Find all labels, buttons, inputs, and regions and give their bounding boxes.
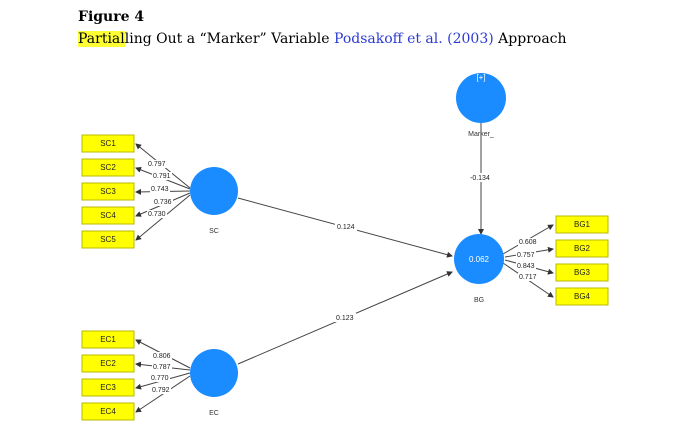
loading-bg4: 0.717 [519,274,537,281]
sc-measurement: 0.797 0.791 0.743 0.736 0.730 SC1 SC2 SC… [81,134,238,249]
caption-text-2: Approach [493,31,567,47]
coef-marker-bg: -0.134 [470,175,490,182]
loading-sc3: 0.743 [151,186,169,193]
indicator-ec1-label: EC1 [100,335,116,344]
latent-marker[interactable] [456,73,506,123]
path-coefficients: 0.124 0.123 -0.134 [334,173,494,322]
caption-highlight: Partial [78,31,125,47]
loading-ec2: 0.787 [153,364,171,371]
indicator-bg4-label: BG4 [574,292,591,301]
loading-sc2: 0.791 [153,173,171,180]
loading-sc5: 0.730 [148,211,166,218]
indicator-bg4[interactable] [555,287,609,306]
loading-ec4: 0.792 [152,387,170,394]
loading-sc1: 0.797 [148,161,166,168]
latent-marker-expand[interactable]: [+] [476,73,485,82]
indicator-ec4[interactable] [81,402,135,421]
loading-ec3: 0.770 [151,375,169,382]
latent-ec[interactable] [190,349,238,397]
indicator-sc4-label: SC4 [100,211,116,220]
indicator-ec4-label: EC4 [100,407,116,416]
indicator-sc3-label: SC3 [100,187,116,196]
indicator-ec3[interactable] [81,378,135,397]
indicator-sc2-label: SC2 [100,163,116,172]
indicator-sc5[interactable] [81,230,135,249]
indicator-bg3-label: BG3 [574,268,591,277]
indicator-sc1[interactable] [81,134,135,153]
indicator-sc1-label: SC1 [100,139,116,148]
indicator-bg2-label: BG2 [574,244,591,253]
indicator-ec2-label: EC2 [100,359,116,368]
latent-bg-r2: 0.062 [469,255,490,264]
latent-sc-label: SC [209,228,219,235]
structural-paths [237,123,484,365]
latent-bg-label: BG [474,297,484,304]
loading-bg3: 0.843 [517,263,535,270]
indicator-sc3[interactable] [81,182,135,201]
marker-construct: [+] Marker_ [456,73,506,138]
latent-marker-label: Marker_ [468,131,494,138]
indicator-ec1[interactable] [81,330,135,349]
coef-sc-bg: 0.124 [337,224,355,231]
indicator-sc5-label: SC5 [100,235,116,244]
indicator-bg1[interactable] [555,215,609,234]
indicator-bg3[interactable] [555,263,609,282]
caption-text-1: ling Out a “Marker” Variable [124,31,334,47]
loading-ec1: 0.806 [153,353,171,360]
loading-bg2: 0.757 [517,252,535,259]
loading-bg1: 0.608 [519,239,537,246]
latent-sc[interactable] [190,167,238,215]
ec-measurement: 0.806 0.787 0.770 0.792 EC1 EC2 EC3 EC4 … [81,330,238,421]
coef-ec-bg: 0.123 [336,315,354,322]
bg-measurement: 0.608 0.757 0.843 0.717 BG1 BG2 BG3 BG4 … [454,215,609,306]
indicator-bg2[interactable] [555,239,609,258]
loading-sc4: 0.736 [154,199,172,206]
figure-caption: Partialling Out a “Marker” Variable Pods… [78,31,567,47]
indicator-ec3-label: EC3 [100,383,116,392]
caption-citation[interactable]: Podsakoff et al. (2003) [333,31,494,47]
indicator-ec2[interactable] [81,354,135,373]
indicator-sc2[interactable] [81,158,135,177]
indicator-bg1-label: BG1 [574,220,591,229]
latent-bg[interactable] [454,234,504,284]
figure-number: Figure 4 [78,9,145,25]
latent-ec-label: EC [209,410,219,417]
indicator-sc4[interactable] [81,206,135,225]
